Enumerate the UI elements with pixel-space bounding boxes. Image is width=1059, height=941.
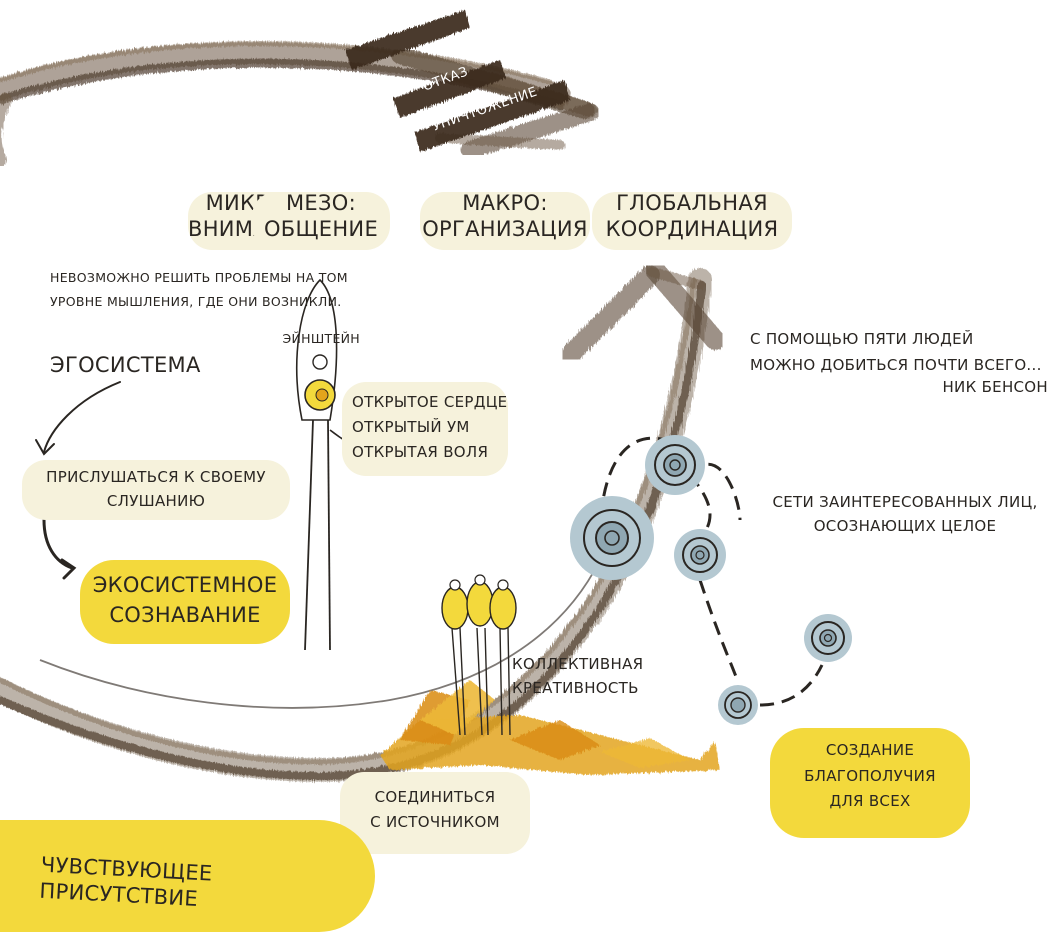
listen-label: ПРИСЛУШАТЬСЯ К СВОЕМУ СЛУШАНИЮ [22, 465, 290, 513]
eco-awareness-label: ЭКОСИСТЕМНОЕ СОЗНАВАНИЕ [80, 570, 290, 631]
level-meso-label: МЕЗО: ОБЩЕНИЕ [255, 190, 387, 243]
wellbeing-box [770, 728, 970, 838]
ego-to-listen-arrow [35, 381, 121, 456]
benson-quote: С ПОМОЩЬЮ ПЯТИ ЛЮДЕЙ МОЖНО ДОБИТЬСЯ ПОЧТ… [750, 326, 1050, 379]
open-qualities-box [342, 382, 508, 476]
benson-author: НИК БЕНСОН [942, 378, 1048, 396]
network-node-right [804, 614, 852, 662]
benson-quote-line-1: С ПОМОЩЬЮ ПЯТИ ЛЮДЕЙ [750, 330, 974, 348]
eco-awareness-line-1: ЭКОСИСТЕМНОЕ [92, 573, 278, 597]
level-meso-subtitle: ОБЩЕНИЕ [263, 217, 379, 242]
collective-figures [441, 574, 517, 736]
einstein-quote: НЕВОЗМОЖНО РЕШИТЬ ПРОБЛЕМЫ НА ТОМ УРОВНЕ… [50, 266, 380, 314]
source-label-line-2: С ИСТОЧНИКОМ [370, 812, 500, 831]
egosystem-label: ЭГОСИСТЕМА [50, 353, 201, 377]
listen-label-line-1: ПРИСЛУШАТЬСЯ К СВОЕМУ [46, 468, 266, 486]
wellbeing-label-line-1: СОЗДАНИЕ [825, 741, 915, 759]
presencing-box [0, 820, 375, 932]
einstein-quote-line-2: УРОВНЕ МЫШЛЕНИЯ, ГДЕ ОНИ ВОЗНИКЛИ. [50, 293, 342, 309]
level-macro-title: МАКРО: [462, 191, 548, 215]
network-node-middle [674, 529, 726, 581]
level-global-subtitle: КООРДИНАЦИЯ [605, 217, 779, 242]
open-heart-text: ОТКРЫТОЕ СЕРДЦЕ [352, 393, 508, 411]
network-node-large [570, 496, 654, 580]
level-global-label: ГЛОБАЛЬНАЯ КООРДИНАЦИЯ [592, 190, 792, 243]
listen-to-eco-arrow [42, 518, 77, 580]
benson-quote-line-2: МОЖНО ДОБИТЬСЯ ПОЧТИ ВСЕГО... [750, 356, 1042, 375]
network-node-bottom [718, 685, 758, 725]
level-meso-title: МЕЗО: [286, 191, 356, 215]
networks-label-line-2: ОСОЗНАЮЩИХ ЦЕЛОЕ [813, 517, 997, 535]
level-macro-label: МАКРО: ОРГАНИЗАЦИЯ [420, 190, 590, 243]
wellbeing-label-line-2: БЛАГОПОЛУЧИЯ [804, 766, 936, 785]
open-qualities-label: ОТКРЫТОЕ СЕРДЦЕ ОТКРЫТЫЙ УМ ОТКРЫТАЯ ВОЛ… [352, 390, 512, 464]
einstein-author: ЭЙНШТЕЙН [282, 331, 360, 346]
eco-awareness-line-2: СОЗНАВАНИЕ [109, 603, 261, 628]
level-global-title: ГЛОБАЛЬНАЯ [616, 191, 768, 215]
stakeholder-network [570, 435, 852, 725]
open-mind-text: ОТКРЫТЫЙ УМ [352, 417, 470, 436]
up-arrowhead [560, 260, 725, 365]
collective-label-line-2: КРЕАТИВНОСТЬ [512, 679, 639, 697]
source-label-line-1: СОЕДИНИТЬСЯ [374, 788, 496, 806]
network-node-top [645, 435, 705, 495]
networks-label-line-1: СЕТИ ЗАИНТЕРЕСОВАННЫХ ЛИЦ, [772, 493, 1038, 511]
source-label: СОЕДИНИТЬСЯ С ИСТОЧНИКОМ [340, 785, 530, 835]
wellbeing-label: СОЗДАНИЕ БЛАГОПОЛУЧИЯ ДЛЯ ВСЕХ [770, 738, 970, 815]
collective-label: КОЛЛЕКТИВНАЯ КРЕАТИВНОСТЬ [512, 652, 692, 700]
open-will-text: ОТКРЫТАЯ ВОЛЯ [352, 442, 489, 461]
source-box [340, 772, 530, 854]
einstein-quote-line-1: НЕВОЗМОЖНО РЕШИТЬ ПРОБЛЕМЫ НА ТОМ [50, 270, 348, 285]
wellbeing-label-line-3: ДЛЯ ВСЕХ [829, 792, 911, 810]
eco-awareness-box [80, 560, 290, 644]
level-macro-box [420, 192, 590, 250]
level-meso-box [252, 192, 390, 250]
level-global-box [592, 192, 792, 250]
listen-box [22, 460, 290, 520]
inner-thin-curve [39, 559, 601, 709]
collective-label-line-1: КОЛЛЕКТИВНАЯ [512, 655, 644, 673]
arrow-bands [345, 10, 570, 152]
level-macro-subtitle: ОРГАНИЗАЦИЯ [422, 217, 588, 242]
networks-label: СЕТИ ЗАИНТЕРЕСОВАННЫХ ЛИЦ, ОСОЗНАЮЩИХ ЦЕ… [755, 490, 1055, 538]
listen-label-line-2: СЛУШАНИЮ [106, 492, 206, 510]
